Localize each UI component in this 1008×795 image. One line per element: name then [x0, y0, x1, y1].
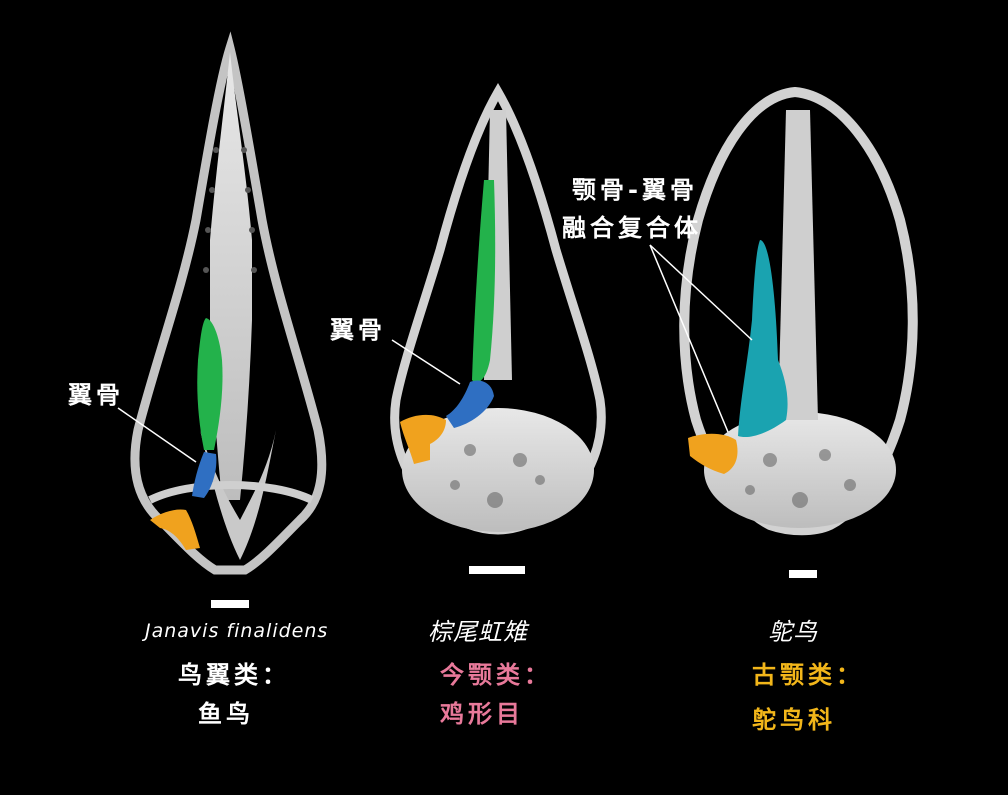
clade-label-janavis: 鸟翼类：: [178, 655, 290, 690]
callout-line-janavis: [118, 408, 196, 462]
group-label-ostrich: 鸵鸟科: [752, 700, 836, 735]
callout-line-ostrich-b: [650, 245, 752, 340]
species-name-pheasant: 棕尾虹雉: [428, 612, 528, 647]
species-name-ostrich: 鸵鸟: [768, 612, 818, 647]
callout-label-pheasant: 翼骨: [330, 310, 386, 345]
group-label-pheasant: 鸡形目: [440, 694, 524, 729]
ostrich-skull: [684, 92, 913, 530]
scale-bar-janavis: [211, 600, 249, 608]
janavis-skull: [135, 48, 322, 570]
group-label-janavis: 鱼鸟: [198, 694, 254, 729]
callout-label-ostrich-line2: 融合复合体: [562, 208, 702, 243]
pheasant-skull: [395, 92, 602, 532]
scale-bar-ostrich: [789, 570, 817, 578]
clade-label-ostrich: 古颚类：: [752, 655, 864, 690]
callout-label-janavis: 翼骨: [68, 375, 124, 410]
callout-label-ostrich-line1: 颚骨-翼骨: [572, 170, 698, 205]
species-name-janavis: Janavis finalidens: [145, 620, 328, 642]
scale-bar-pheasant: [469, 566, 525, 574]
clade-label-pheasant: 今颚类：: [440, 655, 552, 690]
